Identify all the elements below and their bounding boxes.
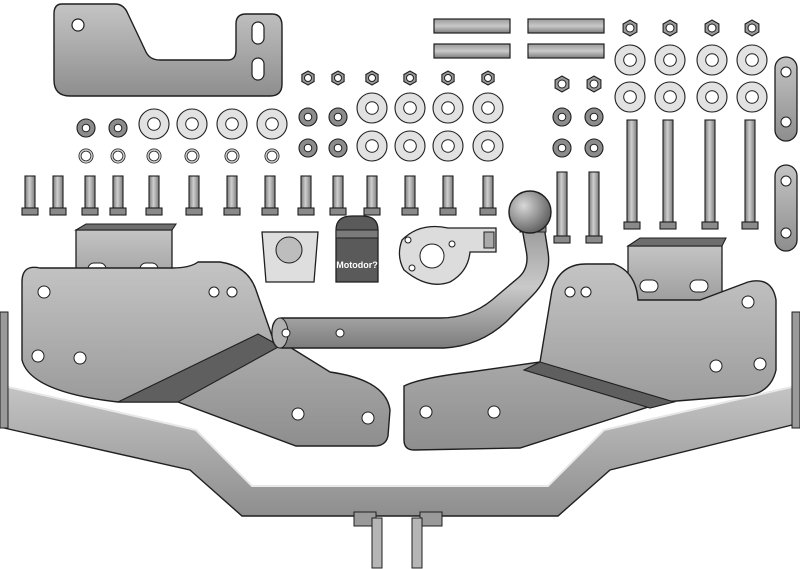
- nut: [662, 19, 678, 37]
- washer: [108, 118, 128, 138]
- socket-mounting-plate: [261, 231, 319, 283]
- washer: [614, 81, 646, 113]
- bolt: [401, 175, 419, 216]
- bolt: [439, 175, 457, 216]
- bolt: [585, 171, 603, 244]
- bolt: [21, 175, 39, 216]
- washer: [216, 108, 248, 140]
- bolt: [81, 175, 99, 216]
- washer: [138, 108, 170, 140]
- spring-washer: [78, 148, 94, 164]
- bolt: [49, 175, 67, 216]
- socket-cover-label: Motodor?: [336, 260, 377, 270]
- nut: [622, 19, 638, 37]
- bolt: [223, 175, 241, 216]
- washer: [696, 44, 728, 76]
- bolt: [553, 171, 571, 244]
- washer: [614, 44, 646, 76]
- washer: [394, 92, 426, 124]
- washer: [736, 81, 768, 113]
- bolt: [659, 119, 677, 230]
- nut: [365, 70, 379, 86]
- washer: [552, 107, 572, 127]
- right-side-plate: [403, 263, 777, 451]
- washer: [298, 138, 318, 158]
- spacer-tubes: [433, 18, 605, 59]
- washer: [736, 44, 768, 76]
- washer: [328, 138, 348, 158]
- bolts-group: [21, 119, 759, 244]
- washer: [394, 130, 426, 162]
- washer: [472, 92, 504, 124]
- upper-mounting-bracket: [53, 3, 283, 97]
- washer: [654, 81, 686, 113]
- washer: [328, 107, 348, 127]
- bolt: [297, 175, 315, 216]
- link-plates: [774, 56, 798, 252]
- nut: [744, 19, 760, 37]
- nut: [441, 70, 455, 86]
- washer: [472, 130, 504, 162]
- washer: [584, 138, 604, 158]
- tow-ball-neck: [271, 190, 552, 349]
- washer: [298, 107, 318, 127]
- nut: [331, 70, 345, 86]
- bolt: [363, 175, 381, 216]
- main-crossbar: [0, 311, 800, 517]
- bolt: [623, 119, 641, 230]
- washer: [76, 118, 96, 138]
- nut: [554, 75, 570, 93]
- nut: [704, 19, 720, 37]
- washer: [696, 81, 728, 113]
- spring-washer: [146, 148, 162, 164]
- bolt: [701, 119, 719, 230]
- left-side-plate: [21, 261, 391, 447]
- nut: [403, 70, 417, 86]
- bolt: [741, 119, 759, 230]
- washer: [654, 44, 686, 76]
- bolt: [109, 175, 127, 216]
- socket-holder-bracket: [398, 225, 497, 285]
- washer: [552, 138, 572, 158]
- nuts-group: [301, 19, 760, 93]
- spring-washer: [264, 148, 280, 164]
- tow-ball: [508, 190, 552, 234]
- nut: [301, 70, 315, 86]
- washer: [584, 107, 604, 127]
- washer: [256, 108, 288, 140]
- nut: [481, 70, 495, 86]
- bolt: [479, 175, 497, 216]
- bolt: [329, 175, 347, 216]
- washer: [432, 130, 464, 162]
- bolt: [185, 175, 203, 216]
- washer: [432, 92, 464, 124]
- nut: [586, 75, 602, 93]
- bolt: [261, 175, 279, 216]
- washer: [176, 108, 208, 140]
- center-mounting-tabs: [353, 511, 443, 569]
- washers-group: [76, 44, 768, 164]
- spring-washer: [184, 148, 200, 164]
- bolt: [145, 175, 163, 216]
- spring-washer: [110, 148, 126, 164]
- socket-cover: Motodor?: [335, 215, 379, 283]
- spring-washer: [224, 148, 240, 164]
- washer: [356, 92, 388, 124]
- washer: [356, 130, 388, 162]
